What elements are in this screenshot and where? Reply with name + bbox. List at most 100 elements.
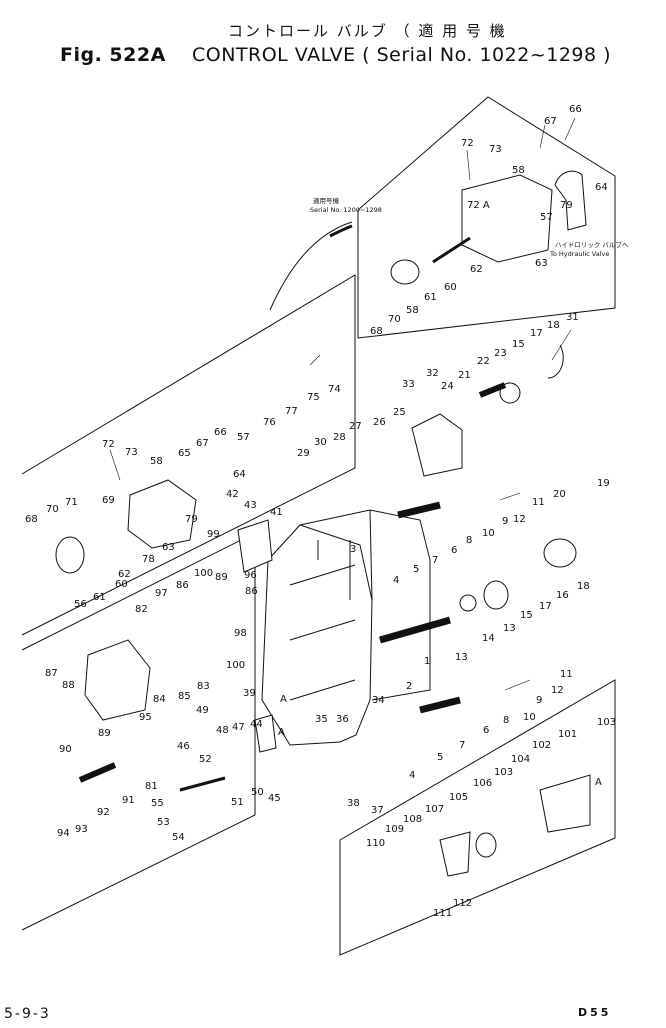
callout-label: 109	[385, 824, 404, 835]
callout-label: 86	[245, 586, 258, 597]
callout-label: 73	[125, 447, 138, 458]
callout-label: 64	[233, 469, 246, 480]
callout-label: 93	[75, 824, 88, 835]
callout-label: 58	[150, 456, 163, 467]
callout-label: 25	[393, 407, 406, 418]
callout-label: 18	[577, 581, 590, 592]
callout-label: 61	[424, 292, 437, 303]
callout-label: 6	[483, 725, 489, 736]
callout-label: 37	[371, 805, 384, 816]
callout-label: 72 A	[467, 200, 490, 211]
callout-label: 84	[153, 694, 166, 705]
callout-label: 60	[115, 579, 128, 590]
callout-label: 65	[178, 448, 191, 459]
callout-label: 15	[520, 610, 533, 621]
hydraulic-note: To Hydraulic Valve	[549, 250, 609, 258]
hydraulic-note-jp: ハイドロリック バルブへ	[555, 240, 629, 249]
callout-label: 61	[93, 592, 106, 603]
figure-title: Fig. 522A CONTROL VALVE ( Serial No. 102…	[60, 44, 611, 66]
callout-label: 39	[243, 688, 256, 699]
callout-label: 1	[424, 656, 430, 667]
callout-label: 112	[453, 898, 472, 909]
callout-label: 48	[216, 725, 229, 736]
callout-label: A	[280, 694, 287, 705]
callout-label: 36	[336, 714, 349, 725]
callout-label: 63	[162, 542, 175, 553]
callout-label: 73	[489, 144, 502, 155]
callout-label: 12	[513, 514, 526, 525]
callout-label: 89	[215, 572, 228, 583]
callout-label: 26	[373, 417, 386, 428]
callout-label: 13	[503, 623, 516, 634]
callout-label: 8	[466, 535, 472, 546]
callout-label: 13	[455, 652, 468, 663]
callout-label: 12	[551, 685, 564, 696]
title-jp-paren: （ 適 用 号 機	[394, 22, 507, 40]
callout-label: 105	[449, 792, 468, 803]
callout-label: 89	[98, 728, 111, 739]
callout-label: 96	[244, 570, 257, 581]
page-number: 5-9-3	[4, 1006, 51, 1022]
callout-label: 33	[402, 379, 415, 390]
callout-label: 66	[569, 104, 582, 115]
callout-label: 11	[532, 497, 545, 508]
serial-note-jp: 適用号機	[313, 196, 340, 205]
callout-label: 91	[122, 795, 135, 806]
leader-lines	[109, 117, 576, 691]
callout-label: 32	[426, 368, 439, 379]
callout-label: 60	[444, 282, 457, 293]
callout-label: 17	[539, 601, 552, 612]
callout-label: 41	[270, 507, 283, 518]
callout-label: 85	[178, 691, 191, 702]
callout-label: 9	[536, 695, 542, 706]
callout-label: 2	[406, 681, 412, 692]
callout-label: 58	[406, 305, 419, 316]
callout-label: 71	[65, 497, 78, 508]
callout-label: 97	[155, 588, 168, 599]
callout-label: 110	[366, 838, 385, 849]
callout-label: 99	[207, 529, 220, 540]
model-code: D55	[578, 1006, 612, 1019]
callout-label: 50	[251, 787, 264, 798]
callout-label: 47	[232, 722, 245, 733]
callout-label: 6	[451, 545, 457, 556]
callout-label: 30	[314, 437, 327, 448]
annotation-notes: 適用号機 Serial No. 1200~1298 ハイドロリック バルブへ T…	[278, 196, 629, 738]
callout-labels: 66 67 72 73 58 64 72 A 57 79 62 60 61 58…	[25, 104, 616, 919]
callout-label: 29	[297, 448, 310, 459]
callout-label: 21	[458, 370, 471, 381]
callout-label: 94	[57, 828, 70, 839]
callout-label: 8	[503, 715, 509, 726]
callout-label: 51	[231, 797, 244, 808]
callout-label: 67	[196, 438, 209, 449]
callout-label: 64	[595, 182, 608, 193]
callout-label: 42	[226, 489, 239, 500]
callout-label: 10	[482, 528, 495, 539]
callout-label: 5	[413, 564, 419, 575]
callout-label: 90	[59, 744, 72, 755]
callout-label: 38	[347, 798, 360, 809]
callout-label: 95	[139, 712, 152, 723]
callout-label: 43	[244, 500, 257, 511]
callout-label: 27	[349, 421, 362, 432]
callout-label: 31	[566, 312, 579, 323]
callout-label: 54	[172, 832, 185, 843]
callout-label: 14	[482, 633, 495, 644]
callout-label: 10	[523, 712, 536, 723]
main-valve-body	[261, 509, 431, 746]
callout-label: 62	[118, 569, 131, 580]
callout-label: 81	[145, 781, 158, 792]
callout-label: 34	[372, 695, 385, 706]
callout-label: 83	[197, 681, 210, 692]
callout-label: 106	[473, 778, 492, 789]
callout-label: 70	[388, 314, 401, 325]
callout-label: 23	[494, 348, 507, 359]
callout-label: 104	[511, 754, 530, 765]
callout-label: 67	[544, 116, 557, 127]
callout-label: 20	[553, 489, 566, 500]
callout-label: 56	[74, 599, 87, 610]
callout-label: 45	[268, 793, 281, 804]
callout-label: 55	[151, 798, 164, 809]
callout-label: 108	[403, 814, 422, 825]
